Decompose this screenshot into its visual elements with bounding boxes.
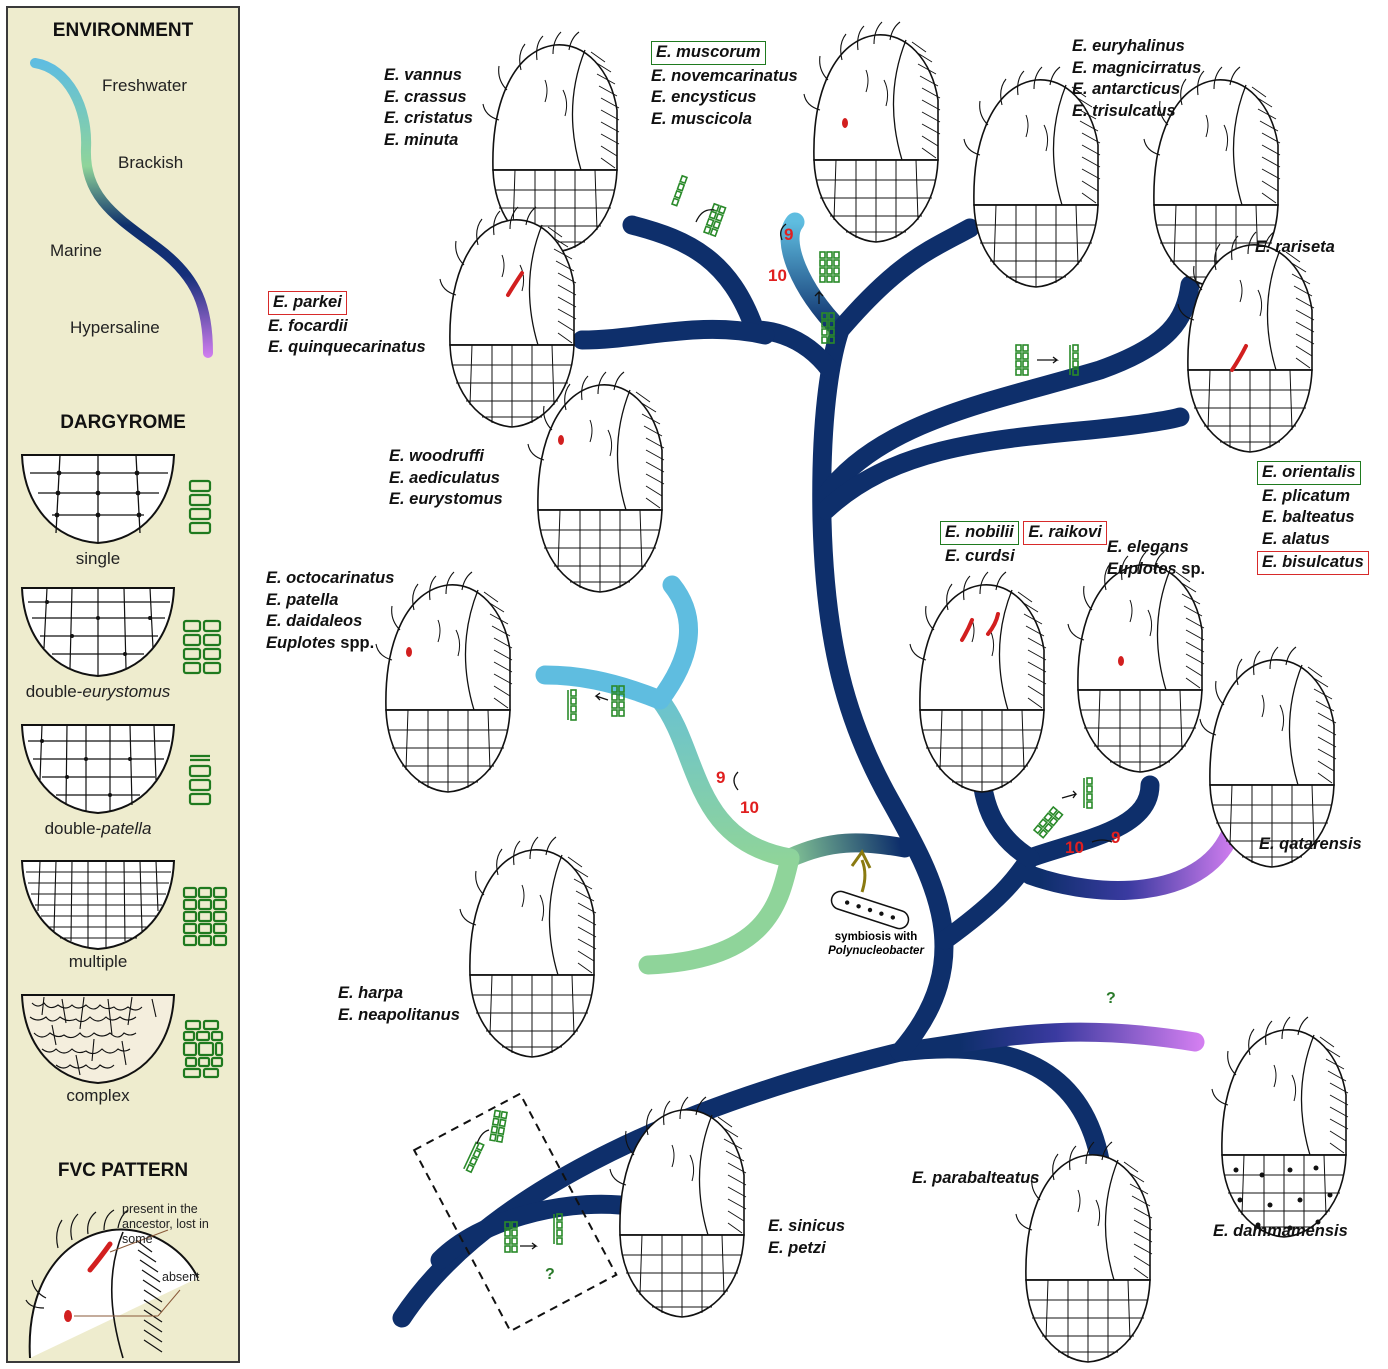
question-mark-sinicus: ?	[545, 1266, 555, 1284]
clade-elegans-labels: E. elegans Euplotes sp.	[1107, 537, 1205, 580]
cell-octocarinatus	[376, 572, 512, 792]
species-muscorum-boxed: E. muscorum	[651, 41, 766, 65]
fvc-octocarinatus	[406, 647, 412, 657]
question-mark-dammamensis: ?	[1106, 990, 1116, 1008]
species-raikovi-boxed: E. raikovi	[1023, 521, 1106, 545]
species-parkei-boxed: E. parkei	[268, 291, 347, 315]
transition-num-octo-9: 9	[716, 768, 725, 788]
species-orientalis-boxed: E. orientalis	[1257, 461, 1361, 485]
transition-num-octo-10: 10	[740, 798, 759, 818]
species-bisulcatus-boxed: E. bisulcatus	[1257, 551, 1369, 575]
cell-harpa	[460, 837, 596, 1057]
species-parabalteatus: E. parabalteatus	[912, 1168, 1039, 1190]
cell-sinicus	[610, 1097, 746, 1317]
species-dammamensis: E. dammamensis	[1213, 1221, 1348, 1243]
species-qatarensis: E. qatarensis	[1259, 834, 1362, 856]
species-rariseta: E. rariseta	[1255, 237, 1335, 259]
species-nobilii-boxed: E. nobilii	[940, 521, 1019, 545]
clade-nobilii-labels: E. nobilii E. raikovi E. curdsi	[940, 520, 1107, 567]
cell-parkei	[440, 207, 576, 427]
transition-num-qatar-9: 9	[1111, 828, 1120, 848]
transition-num-muscorum-10: 10	[768, 266, 787, 286]
transition-num-muscorum-9: 9	[784, 225, 793, 245]
cell-muscorum	[804, 22, 940, 242]
transition-num-qatar-10: 10	[1065, 838, 1084, 858]
fvc-woodruffi	[558, 435, 564, 445]
cell-elegans	[1068, 552, 1204, 772]
clade-harpa-labels: E. harpaE. neapolitanus	[338, 983, 460, 1026]
cell-nobilii	[910, 572, 1046, 792]
fvc-elegans	[1118, 656, 1124, 666]
cell-dammamensis	[1212, 1017, 1348, 1237]
cell-vannus	[483, 32, 619, 252]
fvc-muscorum	[842, 118, 848, 128]
